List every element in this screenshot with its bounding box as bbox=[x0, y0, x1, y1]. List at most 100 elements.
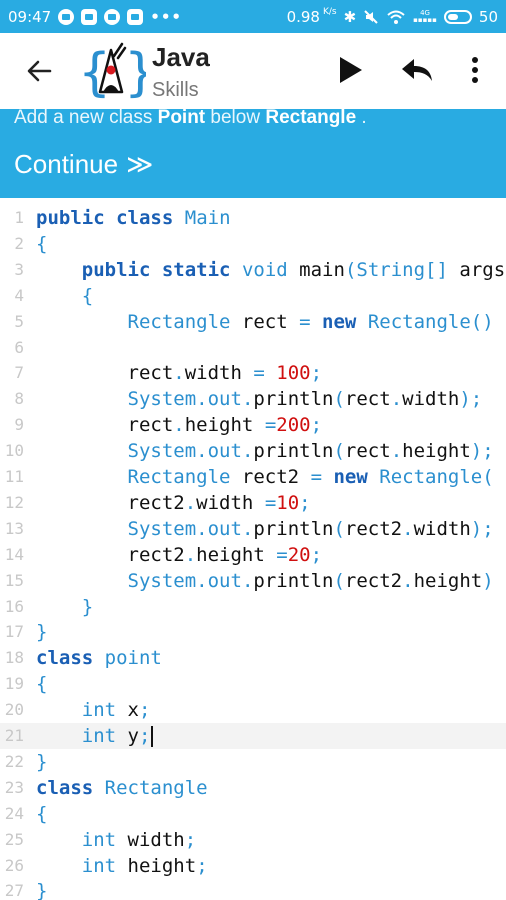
code-line[interactable]: 22} bbox=[0, 749, 506, 775]
instruction-banner: Add a new class Point below Rectangle . … bbox=[0, 109, 506, 198]
code-line[interactable]: 3 public static void main(String[] args bbox=[0, 257, 506, 283]
gallery-notification-icon bbox=[81, 8, 98, 25]
line-number: 7 bbox=[14, 363, 24, 383]
line-number: 26 bbox=[4, 855, 24, 875]
line-number: 12 bbox=[4, 492, 24, 512]
line-number: 14 bbox=[4, 544, 24, 564]
java-duke-logo-icon: { } bbox=[78, 42, 146, 103]
line-number: 24 bbox=[4, 803, 24, 823]
line-number: 17 bbox=[4, 622, 24, 642]
play-icon[interactable] bbox=[335, 55, 365, 85]
line-number: 2 bbox=[14, 233, 24, 253]
code-text: System.out.println(rect.width); bbox=[127, 388, 483, 411]
reply-icon[interactable] bbox=[400, 55, 434, 85]
code-text: public static void main(String[] args bbox=[81, 258, 506, 281]
code-text: int width; bbox=[81, 828, 197, 851]
code-line[interactable]: 15 System.out.println(rect2.height) bbox=[0, 568, 506, 594]
code-line[interactable]: 2{ bbox=[0, 231, 506, 257]
code-text: } bbox=[81, 595, 94, 618]
battery-level: 50 bbox=[478, 7, 498, 26]
code-text: rect2.height =20; bbox=[127, 543, 323, 566]
code-line[interactable]: 11 Rectangle rect2 = new Rectangle( bbox=[0, 464, 506, 490]
code-text: int height; bbox=[81, 854, 208, 877]
code-line[interactable]: 25 int width; bbox=[0, 827, 506, 853]
code-text: int y; bbox=[36, 723, 154, 749]
wifi-icon bbox=[387, 10, 405, 24]
code-line[interactable]: 24 { bbox=[0, 801, 506, 827]
line-number: 9 bbox=[14, 415, 24, 435]
code-text: rect2.width =10; bbox=[127, 491, 311, 514]
code-text: rect.width = 100; bbox=[127, 362, 323, 385]
code-line[interactable]: 27} bbox=[0, 878, 506, 900]
text-cursor bbox=[151, 726, 154, 747]
code-line[interactable]: 14 rect2.height =20; bbox=[0, 542, 506, 568]
code-line[interactable]: 5 Rectangle rect = new Rectangle() bbox=[0, 309, 506, 335]
line-number: 16 bbox=[4, 596, 24, 616]
continue-label: Continue bbox=[14, 149, 119, 179]
status-bar-left: 09:47 ••• bbox=[8, 8, 182, 26]
instruction-text: Add a new class Point below Rectangle . bbox=[14, 109, 367, 129]
code-line[interactable]: 17} bbox=[0, 619, 506, 645]
line-number: 21 bbox=[4, 726, 24, 745]
code-text: { bbox=[36, 802, 48, 825]
line-number: 22 bbox=[4, 751, 24, 771]
code-text: } bbox=[36, 880, 48, 900]
code-line[interactable]: 6 bbox=[0, 335, 506, 361]
app-subtitle: Skills bbox=[152, 79, 199, 101]
code-text: } bbox=[36, 621, 48, 644]
app-notification-icon bbox=[127, 8, 144, 25]
chat-notification-icon bbox=[104, 8, 121, 25]
network-speed: 0.98 bbox=[286, 7, 320, 26]
cellular-tag: 4G bbox=[420, 8, 430, 17]
continue-button[interactable]: Continue ≫ bbox=[14, 149, 153, 180]
code-line[interactable]: 19{ bbox=[0, 671, 506, 697]
code-text: { bbox=[81, 284, 94, 307]
instruction-post: . bbox=[356, 109, 367, 128]
code-line[interactable]: 20 int x; bbox=[0, 697, 506, 723]
code-line[interactable]: 10 System.out.println(rect.height); bbox=[0, 438, 506, 464]
code-line[interactable]: 13 System.out.println(rect2.width); bbox=[0, 516, 506, 542]
line-number: 5 bbox=[14, 311, 24, 331]
code-text: System.out.println(rect2.height) bbox=[127, 569, 494, 592]
code-text: System.out.println(rect2.width); bbox=[127, 517, 494, 540]
code-line[interactable]: 9 rect.height =200; bbox=[0, 412, 506, 438]
back-arrow-icon[interactable] bbox=[24, 56, 54, 86]
battery-icon bbox=[443, 9, 472, 24]
network-speed-unit: K/s bbox=[322, 6, 337, 17]
code-line[interactable]: 7 rect.width = 100; bbox=[0, 360, 506, 386]
code-text: Rectangle rect = new Rectangle() bbox=[127, 310, 494, 333]
code-line[interactable]: 8 System.out.println(rect.width); bbox=[0, 386, 506, 412]
code-line[interactable]: 26 int height; bbox=[0, 853, 506, 879]
line-number: 25 bbox=[4, 829, 24, 849]
line-number: 23 bbox=[4, 777, 24, 797]
instruction-mid: below bbox=[205, 109, 266, 128]
cellular-signal-icon: 4G ▪▪▪▪▪ bbox=[413, 8, 437, 24]
app-title: Java bbox=[152, 42, 210, 72]
status-time: 09:47 bbox=[8, 7, 52, 26]
line-number: 27 bbox=[4, 881, 24, 900]
instruction-class-name: Point bbox=[157, 109, 206, 128]
instruction-target-class: Rectangle bbox=[265, 109, 357, 128]
instruction-pre: Add a new class bbox=[14, 109, 158, 128]
code-text: { bbox=[36, 673, 48, 696]
code-text: public class Main bbox=[36, 207, 231, 229]
messenger-notification-icon bbox=[58, 8, 75, 25]
line-number: 6 bbox=[14, 337, 24, 357]
cellular-bars: ▪▪▪▪▪ bbox=[413, 15, 437, 24]
more-vert-icon[interactable] bbox=[465, 55, 485, 85]
line-number: 20 bbox=[4, 700, 24, 720]
code-line[interactable]: 21 int y; bbox=[0, 723, 506, 749]
bluetooth-icon: ✱ bbox=[343, 7, 357, 26]
code-line[interactable]: 4 { bbox=[0, 283, 506, 309]
line-number: 4 bbox=[14, 285, 24, 305]
more-notifications-icon: ••• bbox=[150, 7, 182, 26]
code-text: } bbox=[36, 750, 48, 773]
code-line[interactable]: 12 rect2.width =10; bbox=[0, 490, 506, 516]
code-line[interactable]: 16 } bbox=[0, 594, 506, 620]
code-text: System.out.println(rect.height); bbox=[127, 440, 494, 463]
code-text: Rectangle rect2 = new Rectangle( bbox=[127, 466, 494, 488]
